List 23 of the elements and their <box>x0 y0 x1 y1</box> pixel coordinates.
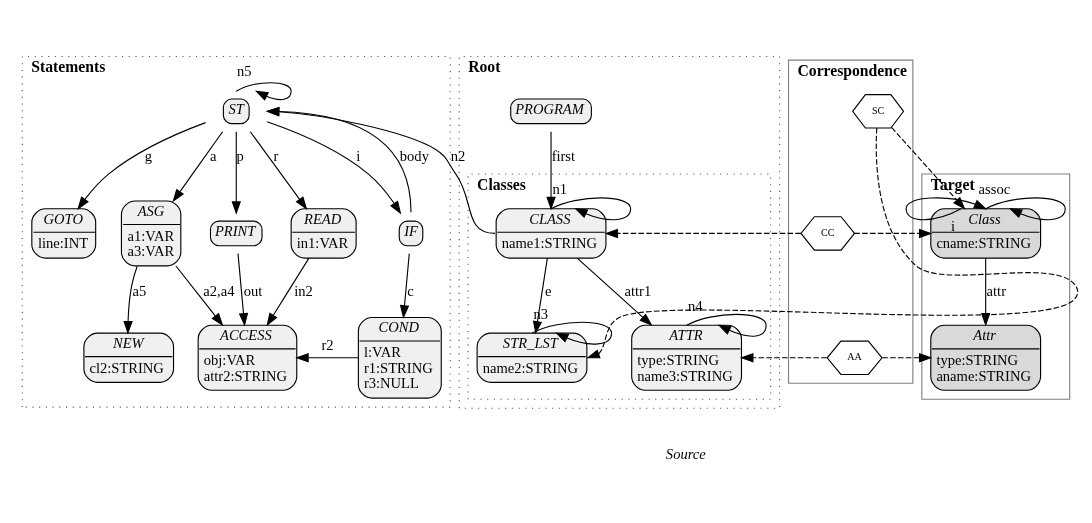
edge-label: i <box>950 217 955 234</box>
edge-label: p <box>236 147 244 164</box>
edge-label: c <box>407 281 414 298</box>
edge-label: in2 <box>294 281 313 298</box>
edge-label: attr <box>986 281 1007 298</box>
edge-label: first <box>551 147 576 164</box>
edge-label: r2 <box>321 336 334 353</box>
edge-label: n5 <box>236 62 252 79</box>
edge-label: g <box>144 147 152 164</box>
edge-label: n2 <box>450 147 466 164</box>
edge-label: i <box>356 147 361 164</box>
edge-label: a5 <box>132 281 147 298</box>
edge-label: n1 <box>552 180 568 197</box>
edge-label: assoc <box>978 180 1011 197</box>
label: Source <box>665 445 706 462</box>
edge-label: a2,a4 <box>203 281 235 298</box>
edge-label: e <box>545 281 552 298</box>
edge-label: n4 <box>688 297 703 314</box>
edge-label: attr1 <box>624 281 652 298</box>
edge-label: out <box>243 281 263 298</box>
edge-label: r <box>273 147 279 164</box>
edge-label: body <box>399 147 429 164</box>
edge-label: a <box>210 147 217 164</box>
